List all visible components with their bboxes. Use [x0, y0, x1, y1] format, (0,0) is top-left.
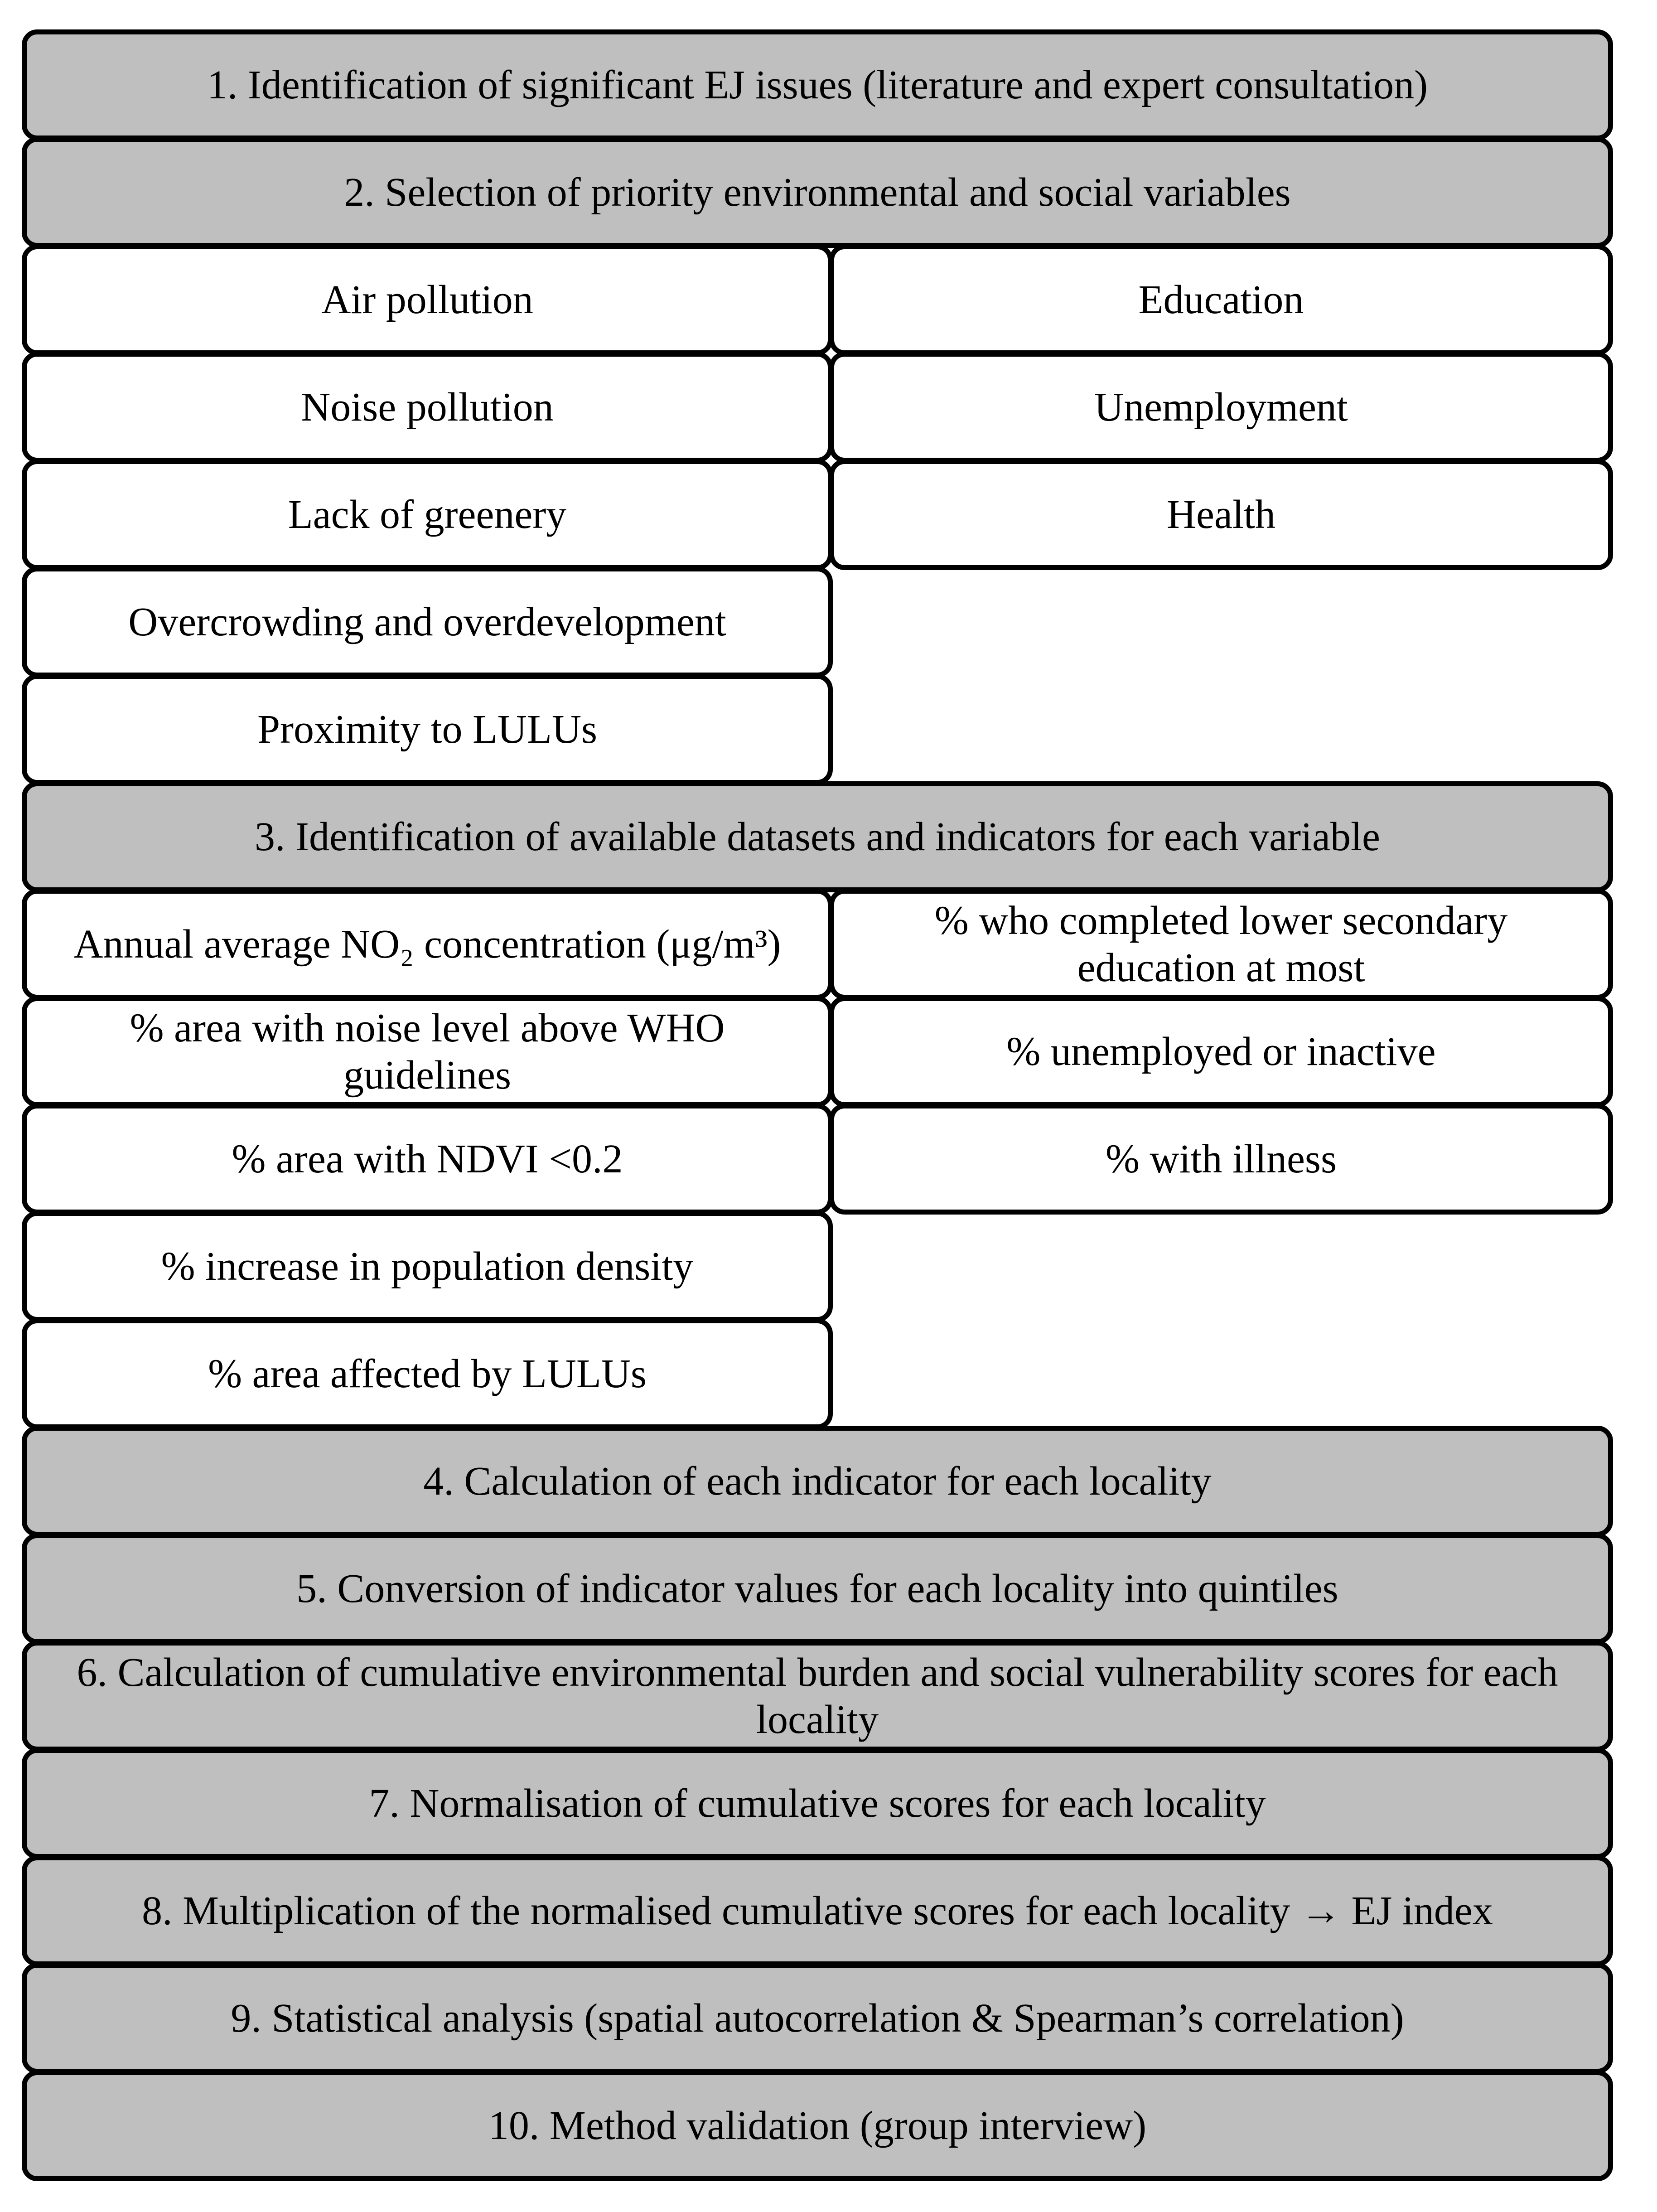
indicator-lulus-area-label: % area affected by LULUs	[208, 1351, 647, 1396]
step-8-label: 8. Multiplication of the normalised cumu…	[142, 1888, 1493, 1933]
step-5-box: 5. Conversion of indicator values for ea…	[22, 1533, 1613, 1644]
step-3-box: 3. Identification of available datasets …	[22, 781, 1613, 892]
flow-row: Annual average NO₂ concentration (μg/m³)…	[22, 889, 1613, 1000]
flow-row: 3. Identification of available datasets …	[22, 781, 1613, 892]
step-10-label: 10. Method validation (group interview)	[488, 2103, 1147, 2148]
step-6-label: 6. Calculation of cumulative environment…	[77, 1650, 1558, 1742]
indicator-unemployment-label: % unemployed or inactive	[1006, 1029, 1436, 1074]
step-7-box: 7. Normalisation of cumulative scores fo…	[22, 1748, 1613, 1859]
step-10-box: 10. Method validation (group interview)	[22, 2070, 1613, 2181]
indicator-illness-label: % with illness	[1106, 1136, 1337, 1181]
step-2-label: 2. Selection of priority environmental a…	[344, 169, 1291, 215]
flow-row: 1. Identification of significant EJ issu…	[22, 29, 1613, 140]
indicator-education-box: % who completed lower secondary educatio…	[829, 889, 1613, 1000]
indicator-illness-box: % with illness	[829, 1104, 1613, 1215]
indicator-ndvi-label: % area with NDVI <0.2	[232, 1136, 623, 1181]
flow-row: % increase in population density	[22, 1211, 1613, 1322]
indicator-no2-box: Annual average NO₂ concentration (μg/m³)	[22, 889, 833, 1000]
indicator-no2-label: Annual average NO₂ concentration (μg/m³)	[73, 921, 781, 967]
flow-row: 7. Normalisation of cumulative scores fo…	[22, 1748, 1613, 1859]
flow-row: % area affected by LULUs	[22, 1318, 1613, 1429]
variable-lack-of-greenery-box: Lack of greenery	[22, 459, 833, 570]
variable-noise-pollution-box: Noise pollution	[22, 352, 833, 463]
indicator-unemployment-box: % unemployed or inactive	[829, 996, 1613, 1107]
flow-row: 6. Calculation of cumulative environment…	[22, 1641, 1613, 1752]
flow-row: % area with noise level above WHO guidel…	[22, 996, 1613, 1107]
step-1-box: 1. Identification of significant EJ issu…	[22, 29, 1613, 140]
flow-row: 4. Calculation of each indicator for eac…	[22, 1426, 1613, 1537]
step-2-box: 2. Selection of priority environmental a…	[22, 137, 1613, 248]
indicator-population-density-box: % increase in population density	[22, 1211, 833, 1322]
step-3-label: 3. Identification of available datasets …	[255, 814, 1380, 859]
indicator-population-density-label: % increase in population density	[161, 1244, 694, 1289]
indicator-noise-label: % area with noise level above WHO guidel…	[130, 1006, 725, 1098]
flow-row: % area with NDVI <0.2 % with illness	[22, 1104, 1613, 1215]
step-9-box: 9. Statistical analysis (spatial autocor…	[22, 1963, 1613, 2074]
variable-lack-of-greenery-label: Lack of greenery	[288, 492, 567, 537]
step-8-box: 8. Multiplication of the normalised cumu…	[22, 1855, 1613, 1966]
flow-row: Lack of greenery Health	[22, 459, 1613, 570]
step-1-label: 1. Identification of significant EJ issu…	[207, 62, 1428, 107]
variable-air-pollution-box: Air pollution	[22, 244, 833, 355]
variable-unemployment-label: Unemployment	[1094, 384, 1348, 430]
step-9-label: 9. Statistical analysis (spatial autocor…	[231, 1995, 1404, 2041]
indicator-ndvi-box: % area with NDVI <0.2	[22, 1104, 833, 1215]
variable-overcrowding-label: Overcrowding and overdevelopment	[128, 599, 726, 644]
indicator-education-label: % who completed lower secondary educatio…	[934, 898, 1508, 990]
flow-row: Proximity to LULUs	[22, 674, 1613, 785]
variable-unemployment-box: Unemployment	[829, 352, 1613, 463]
variable-noise-pollution-label: Noise pollution	[301, 384, 554, 430]
variable-proximity-lulus-label: Proximity to LULUs	[257, 707, 597, 752]
flow-row: 5. Conversion of indicator values for ea…	[22, 1533, 1613, 1644]
variable-health-label: Health	[1167, 492, 1275, 537]
step-5-label: 5. Conversion of indicator values for ea…	[296, 1566, 1338, 1611]
step-7-label: 7. Normalisation of cumulative scores fo…	[369, 1781, 1266, 1826]
variable-proximity-lulus-box: Proximity to LULUs	[22, 674, 833, 785]
indicator-noise-box: % area with noise level above WHO guidel…	[22, 996, 833, 1107]
indicator-lulus-area-box: % area affected by LULUs	[22, 1318, 833, 1429]
flow-row: 10. Method validation (group interview)	[22, 2070, 1613, 2181]
variable-education-label: Education	[1138, 277, 1304, 322]
flow-row: Overcrowding and overdevelopment	[22, 566, 1613, 678]
step-4-box: 4. Calculation of each indicator for eac…	[22, 1426, 1613, 1537]
variable-overcrowding-box: Overcrowding and overdevelopment	[22, 566, 833, 678]
variable-air-pollution-label: Air pollution	[321, 277, 533, 322]
step-4-label: 4. Calculation of each indicator for eac…	[423, 1458, 1212, 1504]
flow-row: Noise pollution Unemployment	[22, 352, 1613, 463]
variable-health-box: Health	[829, 459, 1613, 570]
flow-row: 9. Statistical analysis (spatial autocor…	[22, 1963, 1613, 2074]
variable-education-box: Education	[829, 244, 1613, 355]
flow-row: Air pollution Education	[22, 244, 1613, 355]
flow-row: 8. Multiplication of the normalised cumu…	[22, 1855, 1613, 1966]
ej-method-flowchart: 1. Identification of significant EJ issu…	[22, 29, 1613, 2181]
step-6-box: 6. Calculation of cumulative environment…	[22, 1641, 1613, 1752]
flow-row: 2. Selection of priority environmental a…	[22, 137, 1613, 248]
